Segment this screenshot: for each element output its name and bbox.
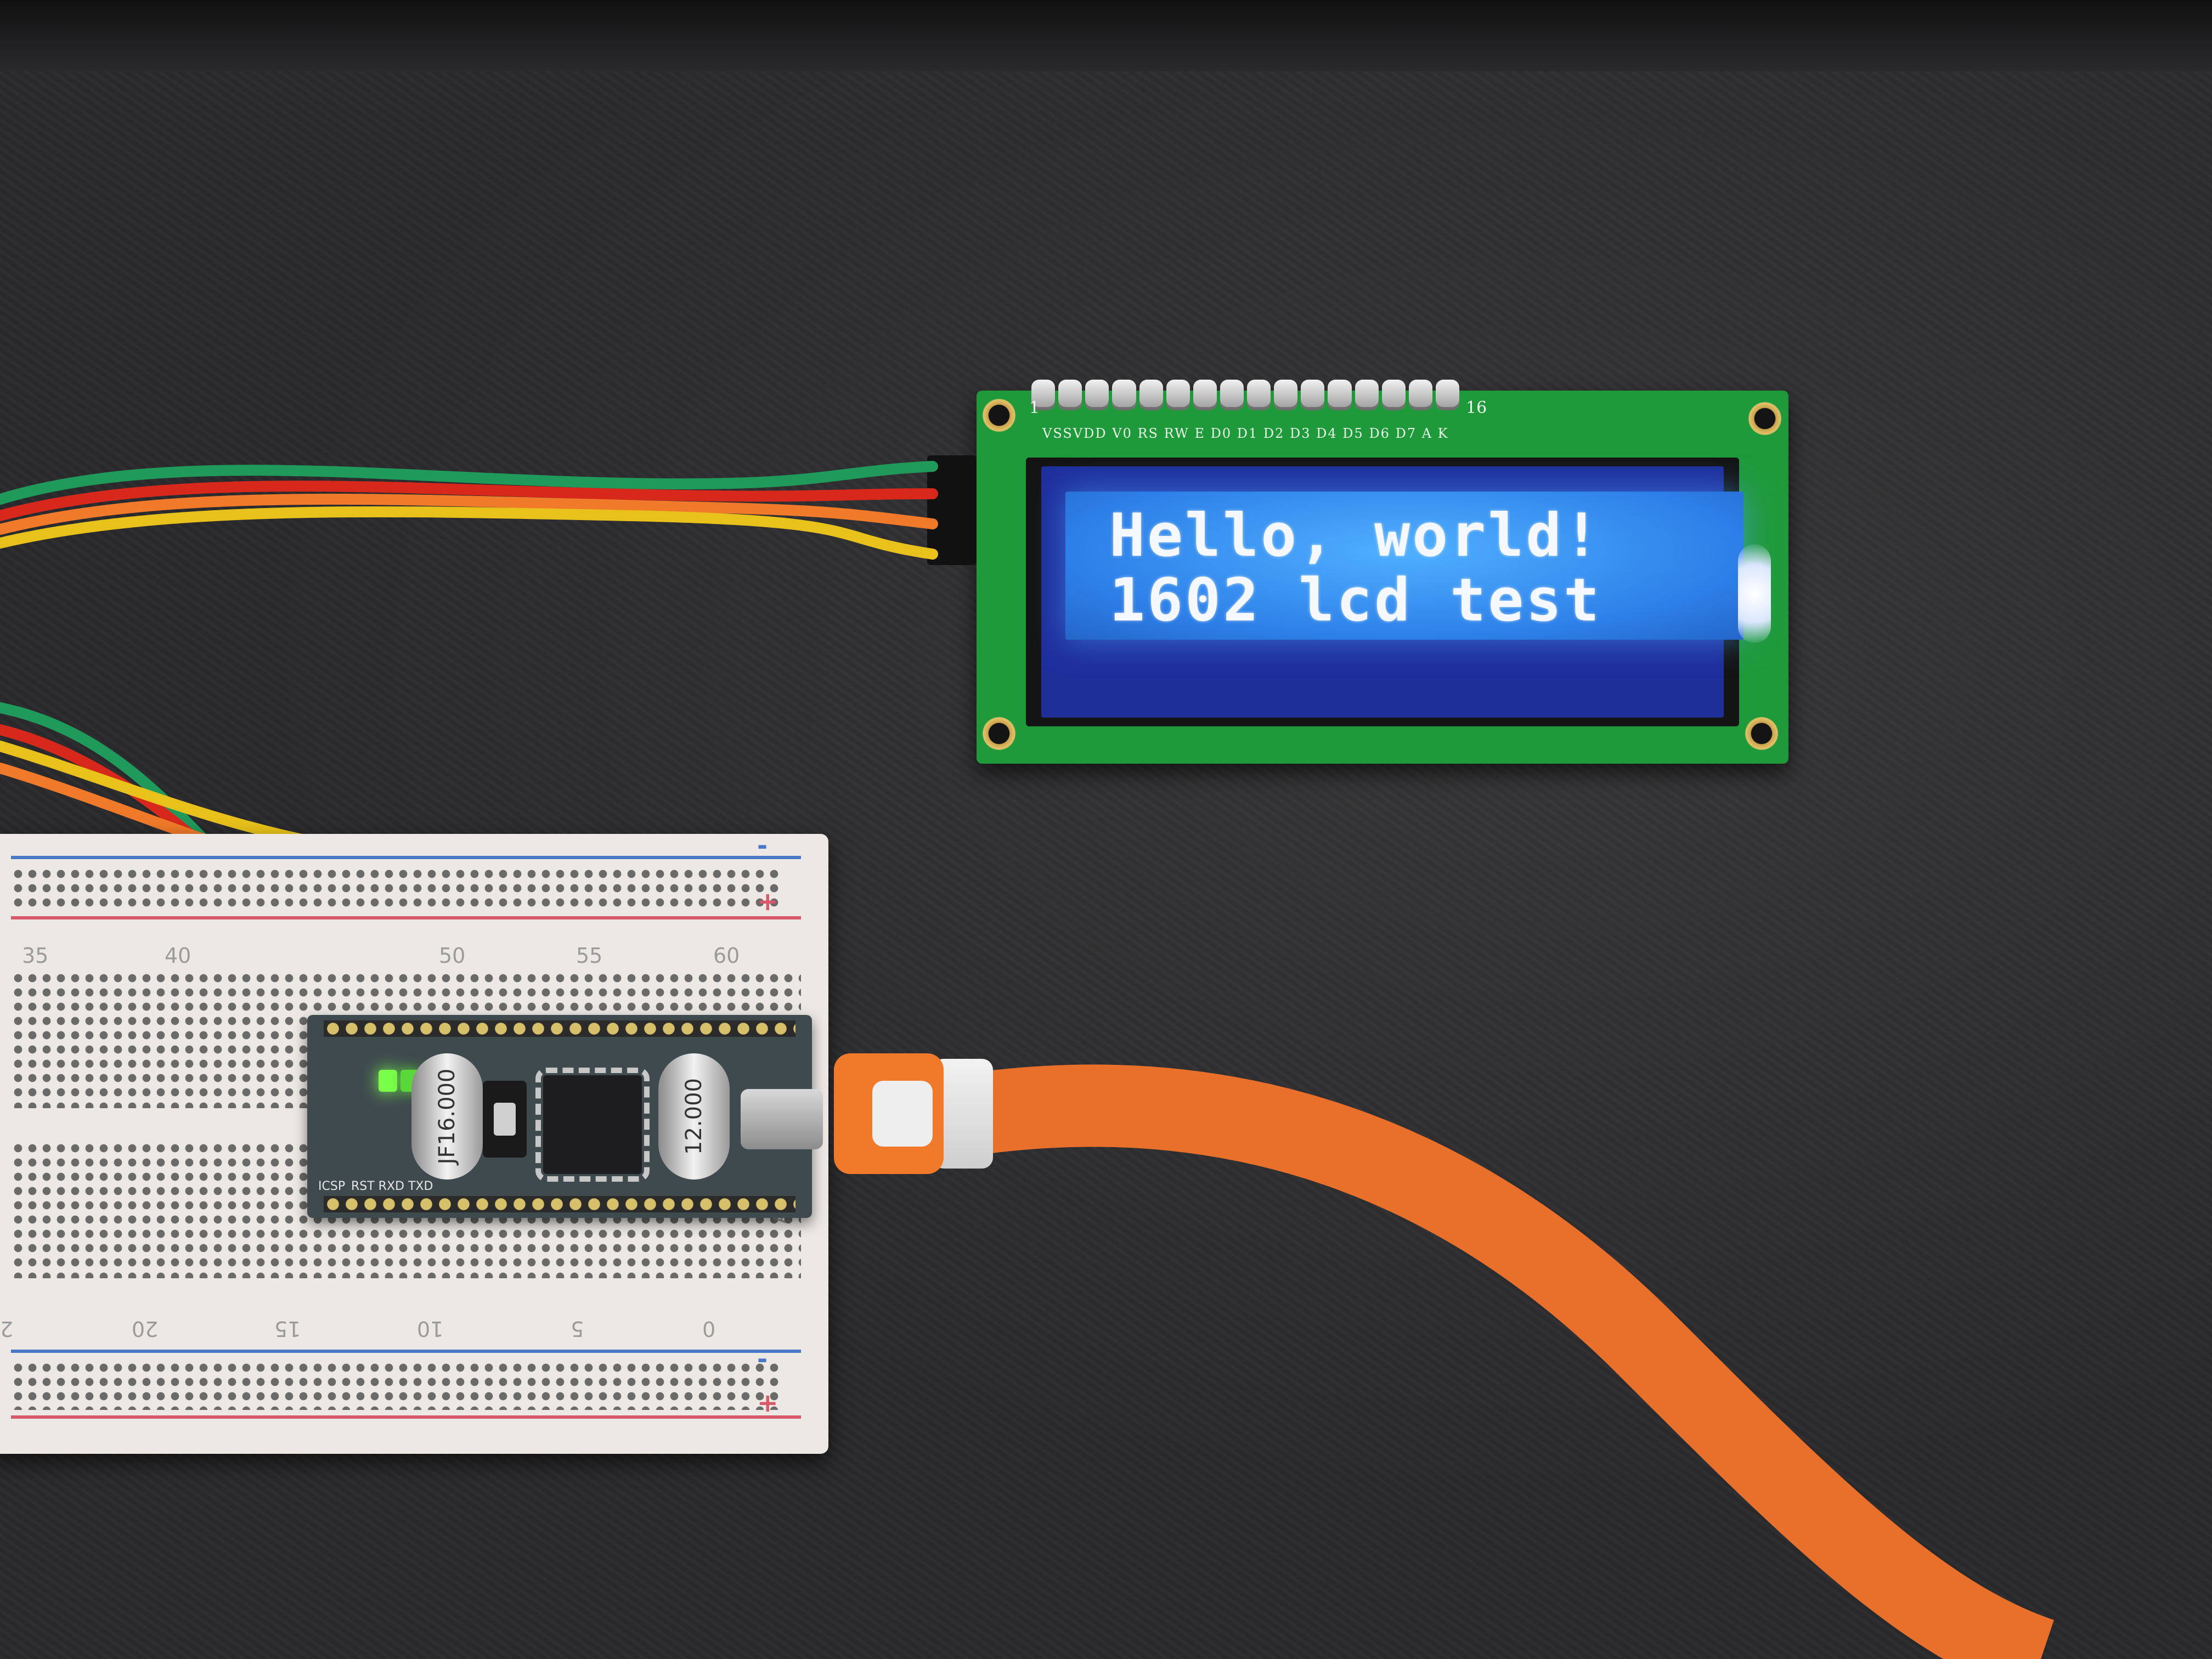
mount-hole-top-left xyxy=(980,396,1018,435)
column-number: 40 xyxy=(165,944,191,968)
rail-line-blue-bottom xyxy=(11,1350,801,1353)
crystal-12mhz: 12.000 xyxy=(658,1053,730,1180)
column-number: 55 xyxy=(576,944,603,968)
wire-red-lcd xyxy=(0,481,938,521)
serial-pin-labels: RST RXD TXD xyxy=(351,1180,433,1193)
lcd-pin-header xyxy=(1031,380,1459,413)
mount-hole-bottom-right xyxy=(1742,714,1781,753)
lcd-bezel: Hello, world! 1602 lcd test xyxy=(1026,458,1743,726)
rail-plus-top: + xyxy=(757,887,778,916)
mount-hole-bottom-left xyxy=(980,714,1018,753)
rail-line-blue-top xyxy=(11,856,801,859)
lcd-screen: Hello, world! 1602 lcd test xyxy=(1065,492,1743,640)
reset-button[interactable] xyxy=(483,1081,527,1158)
rail-holes-bottom xyxy=(11,1361,779,1410)
lcd-frame: Hello, world! 1602 lcd test xyxy=(1041,466,1743,718)
column-number: 60 xyxy=(713,944,740,968)
rail-minus-bottom: - xyxy=(757,1344,768,1374)
pin-index-last: 16 xyxy=(1466,398,1487,417)
microcontroller-chip xyxy=(535,1068,650,1182)
lcd-module: 1 16 VSSVDD V0 RS RW E D0 D1 D2 D3 D4 D5… xyxy=(977,380,1788,764)
lcd-wire-connector xyxy=(927,455,977,565)
column-number: 35 xyxy=(22,944,49,968)
usb-plug[interactable] xyxy=(834,1053,944,1174)
pin-header-bottom xyxy=(324,1196,795,1212)
pin-header-top xyxy=(324,1020,795,1037)
lcd-pin-labels: VSSVDD V0 RS RW E D0 D1 D2 D3 D4 D5 D6 D… xyxy=(1042,426,1449,441)
mat-edge xyxy=(0,0,2212,71)
lcd-line-2: 1602 lcd test xyxy=(1109,566,1602,635)
rail-holes-top xyxy=(11,867,779,911)
backlight-glow xyxy=(1738,544,1771,643)
microcontroller-board: JF16.000 12.000 ICSP RST RXD TXD xyxy=(307,1015,823,1218)
rail-minus-top: - xyxy=(757,831,768,860)
crystal-16mhz: JF16.000 xyxy=(411,1053,483,1180)
pin-index-first: 1 xyxy=(1029,398,1040,417)
micro-usb-port[interactable] xyxy=(741,1089,823,1149)
wire-yellow-lcd xyxy=(0,506,938,560)
column-number: 50 xyxy=(439,944,466,968)
power-led xyxy=(379,1070,397,1092)
wire-green-lcd xyxy=(0,461,938,505)
rail-line-red-top xyxy=(11,916,801,919)
wire-orange-lcd xyxy=(0,493,938,535)
lcd-line-1: Hello, world! xyxy=(1109,501,1602,570)
mount-hole-top-right xyxy=(1746,399,1784,438)
rail-line-red-bottom xyxy=(11,1415,801,1419)
rail-plus-bottom: + xyxy=(757,1388,778,1418)
icsp-label: ICSP xyxy=(318,1180,346,1193)
